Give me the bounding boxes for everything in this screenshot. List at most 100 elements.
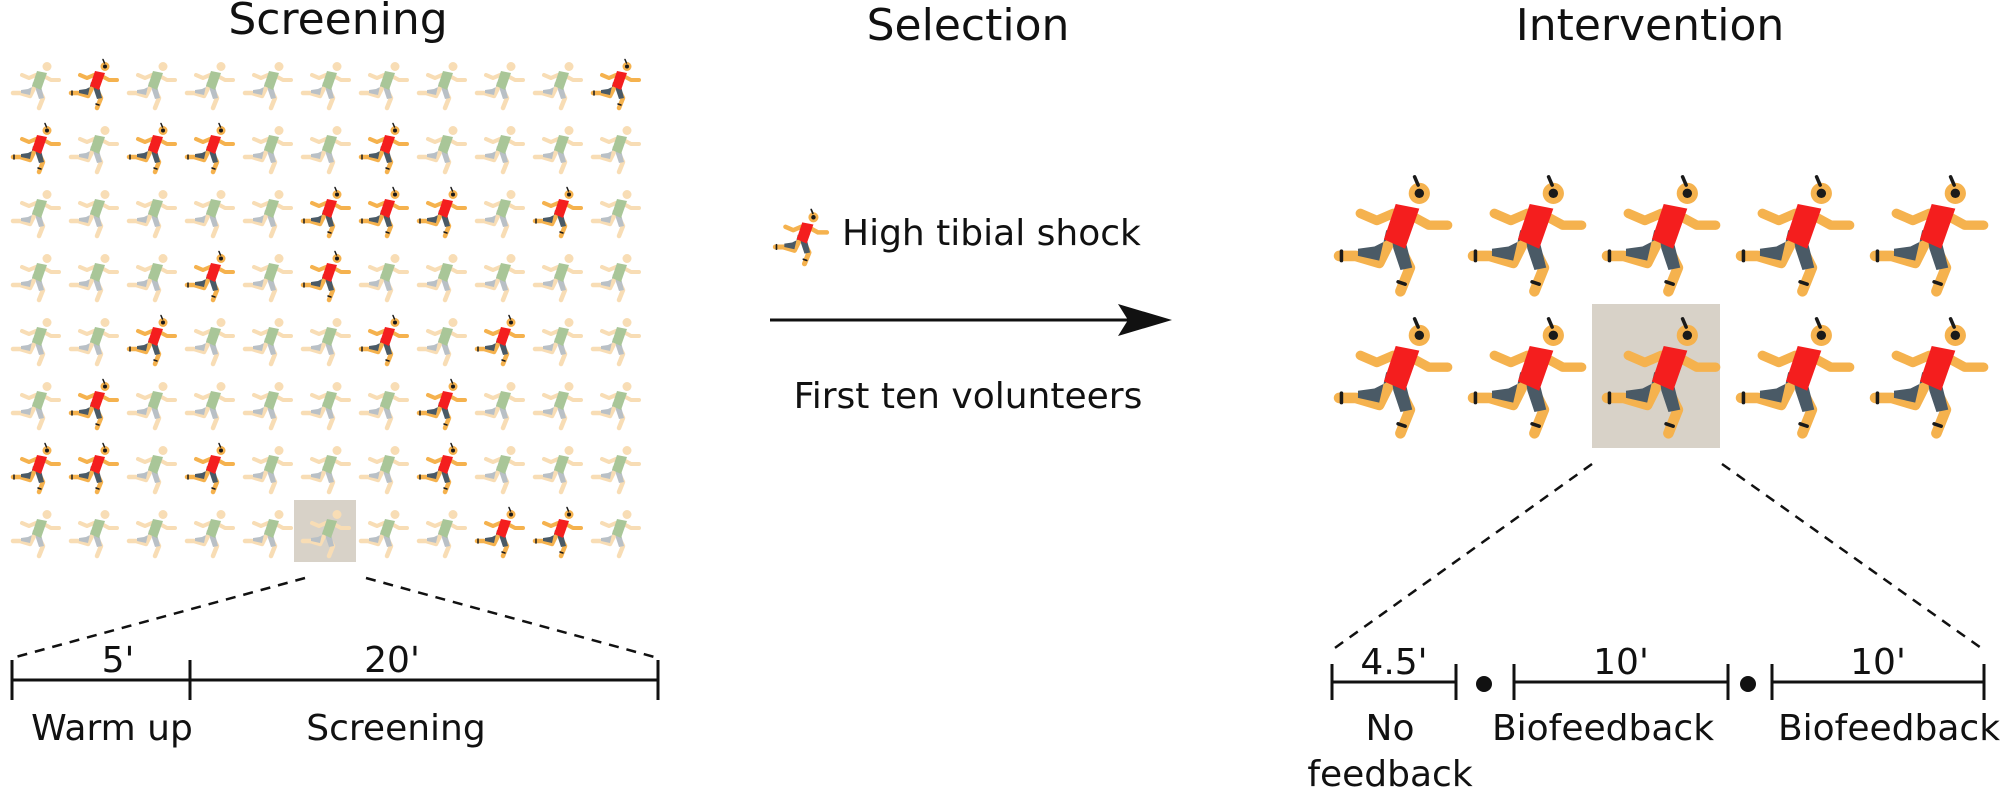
warmup-duration: 5'	[102, 640, 135, 681]
high-shock-runner	[361, 124, 407, 173]
runner	[245, 254, 291, 300]
screening-zoom-line-left	[11, 576, 306, 660]
warmup-label: Warm up	[31, 708, 193, 749]
runner	[245, 510, 291, 556]
runner	[303, 446, 349, 492]
screening-label: Screening	[306, 708, 485, 749]
biofeedback-1-label: Biofeedback	[1492, 708, 1714, 749]
high-shock-runner	[129, 316, 175, 365]
no-feedback-duration: 4.5'	[1360, 642, 1427, 683]
selection-title: Selection	[867, 0, 1070, 51]
high-shock-runner	[187, 252, 233, 301]
high-shock-runner	[477, 316, 523, 365]
runner	[593, 254, 639, 300]
runner	[129, 510, 175, 556]
runner	[245, 446, 291, 492]
runner	[13, 62, 59, 108]
high-shock-runner	[361, 188, 407, 237]
high-shock-runner	[535, 188, 581, 237]
runner	[129, 254, 175, 300]
intervention-title: Intervention	[1516, 0, 1785, 51]
runner	[535, 446, 581, 492]
runner	[71, 190, 117, 236]
high-shock-runner	[477, 508, 523, 557]
high-shock-runner	[419, 188, 465, 237]
selected-runner	[1875, 177, 1984, 291]
runner	[187, 190, 233, 236]
high-shock-runner	[13, 444, 59, 493]
runner	[187, 382, 233, 428]
high-shock-runner	[13, 124, 59, 173]
runner	[535, 126, 581, 172]
runner	[303, 318, 349, 364]
high-shock-runner	[187, 124, 233, 173]
runner	[245, 190, 291, 236]
selected-runner	[1741, 319, 1850, 433]
runner	[71, 318, 117, 364]
runner	[477, 62, 523, 108]
screening-runner-grid	[13, 60, 639, 562]
runner	[71, 126, 117, 172]
high-shock-runner	[419, 444, 465, 493]
runner	[419, 62, 465, 108]
runner	[13, 318, 59, 364]
runner	[13, 382, 59, 428]
high-shock-runner	[303, 188, 349, 237]
runner	[477, 126, 523, 172]
selection-arrow-head	[1118, 304, 1172, 336]
no-feedback-label-line2: feedback	[1307, 754, 1473, 792]
selected-runner	[1473, 319, 1582, 433]
runner	[593, 126, 639, 172]
runner	[361, 254, 407, 300]
runner	[13, 254, 59, 300]
biofeedback-2-duration: 10'	[1850, 642, 1906, 683]
selected-runner	[1339, 177, 1448, 291]
runner	[593, 382, 639, 428]
selected-runner	[1339, 319, 1448, 433]
runner	[593, 510, 639, 556]
runner	[303, 62, 349, 108]
high-shock-runner	[419, 380, 465, 429]
high-shock-runner	[71, 444, 117, 493]
high-shock-runner	[71, 60, 117, 109]
runner	[593, 446, 639, 492]
runner	[419, 126, 465, 172]
runner	[129, 446, 175, 492]
screening-zoom-line-right	[365, 576, 659, 660]
intervention-timeline	[1330, 664, 1986, 700]
high-shock-runner	[187, 444, 233, 493]
runner	[535, 318, 581, 364]
runner	[129, 190, 175, 236]
runner	[245, 62, 291, 108]
high-shock-runner	[535, 508, 581, 557]
screening-timeline	[10, 660, 660, 700]
intervention-zoom-line-right	[1721, 462, 1985, 652]
high-shock-legend-label: High tibial shock	[842, 213, 1141, 254]
runner	[593, 190, 639, 236]
high-shock-runner	[361, 316, 407, 365]
runner	[187, 318, 233, 364]
runner	[419, 510, 465, 556]
runner	[361, 382, 407, 428]
high-shock-runner	[129, 124, 175, 173]
high-shock-runner	[303, 252, 349, 301]
selected-runner	[1473, 177, 1582, 291]
selected-runner	[1607, 177, 1716, 291]
runner	[535, 62, 581, 108]
runner	[245, 382, 291, 428]
runner	[419, 254, 465, 300]
runner	[13, 510, 59, 556]
runner	[361, 62, 407, 108]
runner	[419, 318, 465, 364]
screening-duration: 20'	[364, 640, 420, 681]
runner	[13, 190, 59, 236]
high-shock-runner	[71, 380, 117, 429]
interval-break-dot	[1476, 676, 1492, 692]
runner	[361, 510, 407, 556]
intervention-runner-grid	[1339, 177, 1984, 448]
selected-runner	[1741, 177, 1850, 291]
runner	[71, 254, 117, 300]
runner	[477, 446, 523, 492]
runner	[129, 382, 175, 428]
